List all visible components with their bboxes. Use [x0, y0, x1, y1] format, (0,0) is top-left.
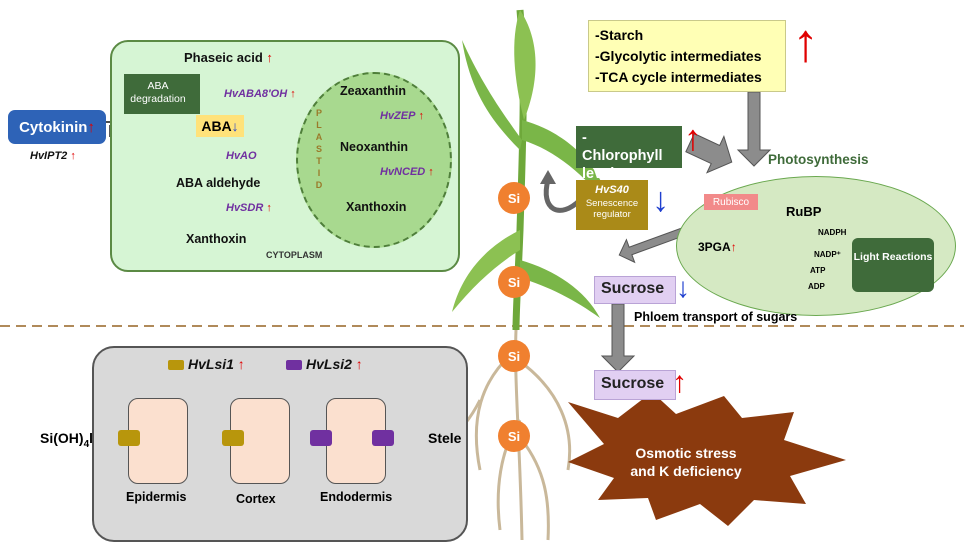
plastid-label: PLASTID	[314, 108, 324, 192]
phloem-label: Phloem transport of sugars	[634, 310, 798, 324]
hvlsi1-swatch	[168, 360, 184, 370]
hvs40-box: HvS40 Senescence regulator	[576, 180, 648, 230]
lsi2-transporter-endodermis-in	[310, 430, 332, 446]
flow-arrows	[600, 91, 772, 373]
rubisco-box: Rubisco	[704, 194, 758, 210]
si-curved-arrow	[543, 179, 582, 213]
gene-hvnced: HvNCED ↑	[380, 166, 434, 178]
hvlsi2-swatch	[286, 360, 302, 370]
light-reactions-box: Light Reactions	[852, 238, 934, 292]
gene-hvsdr: HvSDR ↑	[226, 202, 272, 214]
si-marker-2: Si	[498, 266, 530, 298]
endodermis-label: Endodermis	[320, 490, 393, 504]
metabolites-up-arrow: ↑	[792, 13, 819, 73]
gene-hvipt2: HvIPT2 ↑	[30, 150, 76, 162]
sucrose-top: Sucrose	[594, 276, 676, 304]
up-arrow: ↑	[262, 50, 273, 65]
plant-leaf	[522, 120, 612, 210]
sioh4-label: Si(OH)4	[40, 430, 90, 450]
plastid-ellipse	[296, 72, 452, 248]
plant-leaf	[514, 10, 536, 120]
zeaxanthin: Zeaxanthin	[340, 84, 406, 98]
si-marker-1: Si	[498, 182, 530, 214]
atp-label: ATP	[810, 266, 826, 275]
cytoplasm-label: CYTOPLASM	[266, 250, 323, 260]
chlorophyll-box: -Chlorophyll level	[576, 126, 682, 182]
cytokinin-box: Cytokinin ↑	[8, 110, 106, 144]
aba-box: ABA ↓	[196, 115, 244, 137]
stress-label: Osmotic stress and K deficiency	[630, 445, 742, 479]
pga-label: 3PGA↑	[698, 240, 737, 254]
gene-hvlsi1: HvLsi1 ↑	[188, 356, 245, 372]
plant-leaf	[462, 40, 522, 150]
nadph-label: NADPH	[818, 228, 847, 237]
starch-line-1: -Starch	[595, 27, 644, 43]
lsi1-transporter-cortex	[222, 430, 244, 446]
gene-hvzep: HvZEP ↑	[380, 110, 425, 122]
adp-label: ADP	[808, 282, 825, 291]
senescence-label: Senescence regulator	[585, 198, 639, 220]
starch-line-2: -Glycolytic intermediates	[595, 48, 762, 64]
aba-degradation-label: ABA degradation	[124, 74, 200, 114]
phaseic-acid: Phaseic acid ↑	[184, 50, 273, 65]
sucrose-bottom: Sucrose	[594, 370, 676, 400]
lsi2-transporter-endodermis-out	[372, 430, 394, 446]
sucrose-up-arrow: ↑	[672, 366, 687, 399]
chlorophyll-up-arrow: ↑	[684, 117, 702, 158]
metabolites-box: -Starch -Glycolytic intermediates -TCA c…	[588, 20, 786, 92]
gene-hvaba8oh: HvABA8′OH ↑	[224, 88, 296, 100]
si-marker-4: Si	[498, 420, 530, 452]
gene-hvlsi2: HvLsi2 ↑	[306, 356, 363, 372]
plant-leaf	[452, 230, 520, 312]
cortex-label: Cortex	[236, 492, 276, 506]
gene-hvao: HvAO	[226, 150, 257, 162]
neoxanthin: Neoxanthin	[340, 140, 409, 154]
epidermis-label: Epidermis	[126, 490, 187, 504]
xanthoxin-plastid: Xanthoxin	[346, 200, 407, 214]
plant-leaf	[520, 260, 600, 318]
xanthoxin-cytoplasm: Xanthoxin	[186, 232, 247, 246]
stele-label: Stele	[428, 430, 462, 446]
lsi1-transporter-epidermis	[118, 430, 140, 446]
starch-line-3: -TCA cycle intermediates	[595, 69, 762, 85]
si-marker-3: Si	[498, 340, 530, 372]
hvs40-down-arrow: ↓	[652, 181, 669, 219]
nadp-label: NADP⁺	[814, 250, 841, 259]
hvs40-label: HvS40	[595, 184, 629, 196]
photosynthesis-label: Photosynthesis	[768, 152, 869, 167]
stress-burst	[568, 392, 846, 526]
sucrose-down-arrow: ↓	[676, 272, 690, 303]
aba-aldehyde: ABA aldehyde	[176, 176, 261, 190]
rubp-label: RuBP	[786, 204, 822, 219]
